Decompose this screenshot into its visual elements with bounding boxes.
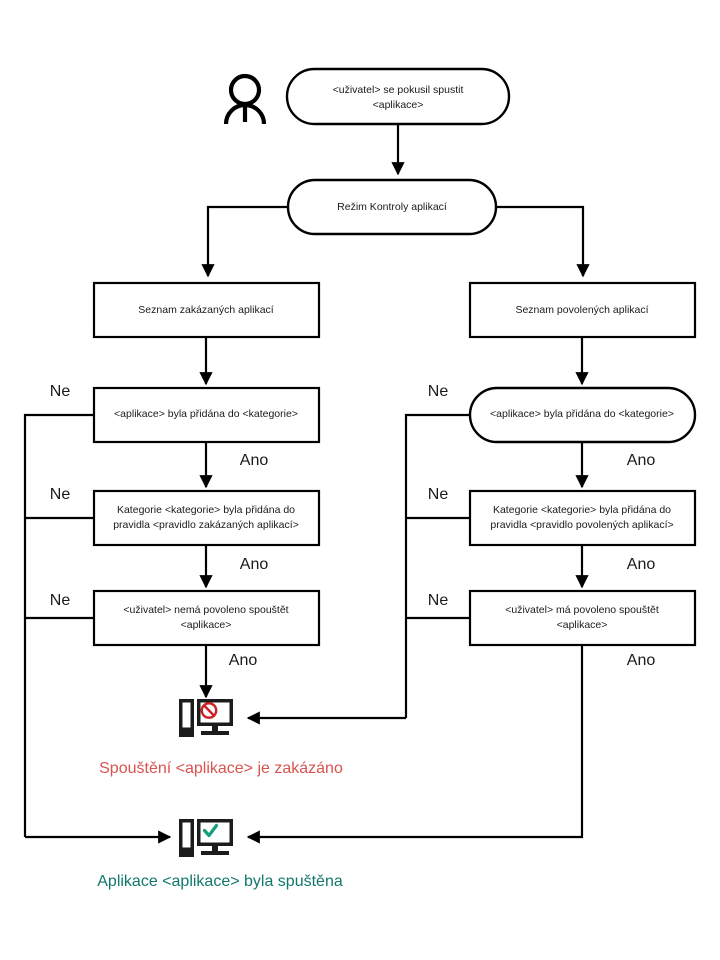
edge-label-right-q2-yes: Ano (627, 556, 656, 573)
edge-label-left-q3-no: Ne (50, 592, 71, 609)
node-start-line2: <aplikace> (373, 99, 424, 111)
node-right-q3-line1: <uživatel> má povoleno spouštět (505, 604, 659, 616)
node-right-q3-line2: <aplikace> (557, 619, 608, 631)
edge-mode-to-allowlist (496, 205, 590, 278)
node-allowlist: Seznam povolených aplikací (468, 281, 697, 339)
edge-label-right-q3-no: Ne (428, 592, 449, 609)
node-denylist-label: Seznam zakázaných aplikací (138, 304, 273, 316)
node-left-q2-line2: pravidla <pravidlo zakázaných aplikací> (113, 519, 299, 531)
user-person-icon (223, 73, 267, 125)
node-allowlist-label: Seznam povolených aplikací (515, 304, 648, 316)
edge-right-q1-no (404, 413, 470, 718)
outcome-allowed-label: Aplikace <aplikace> byla spuštěna (97, 873, 343, 890)
node-left-q2-line1: Kategorie <kategorie> byla přidána do (117, 504, 295, 516)
edge-label-left-q1-no: Ne (50, 383, 71, 400)
node-left-q1-label: <aplikace> byla přidána do <kategorie> (114, 408, 298, 420)
node-right-q2-line1: Kategorie <kategorie> byla přidána do (493, 504, 671, 516)
edge-left-q1-no (23, 413, 94, 837)
edge-label-right-q3-yes: Ano (627, 652, 656, 669)
computer-blocked-icon (179, 699, 233, 737)
node-left-q3-line1: <uživatel> nemá povoleno spouštět (123, 604, 288, 616)
edge-label-left-q3-yes: Ano (229, 652, 258, 669)
edge-right-q3-yes-to-allowed (246, 645, 584, 844)
node-right-q3: <uživatel> má povoleno spouštět <aplikac… (468, 589, 697, 647)
edge-label-right-q1-yes: Ano (627, 452, 656, 469)
node-start-line1: <uživatel> se pokusil spustit (333, 84, 464, 96)
node-left-q3: <uživatel> nemá povoleno spouštět <aplik… (92, 589, 321, 647)
outcome-blocked-label: Spouštění <aplikace> je zakázáno (99, 760, 343, 777)
node-mode: Režim Kontroly aplikací (286, 178, 498, 236)
node-denylist: Seznam zakázaných aplikací (92, 281, 321, 339)
node-left-q2: Kategorie <kategorie> byla přidána do pr… (92, 489, 321, 547)
edge-label-left-q2-yes: Ano (240, 556, 269, 573)
node-left-q3-line2: <aplikace> (181, 619, 232, 631)
node-right-q1: <aplikace> byla přidána do <kategorie> (468, 386, 697, 444)
node-right-q2-line2: pravidla <pravidlo povolených aplikací> (490, 519, 673, 531)
node-right-q1-label: <aplikace> byla přidána do <kategorie> (490, 408, 674, 420)
node-start: <uživatel> se pokusil spustit <aplikace> (285, 67, 511, 126)
edge-label-left-q1-yes: Ano (240, 452, 269, 469)
node-right-q2: Kategorie <kategorie> byla přidána do pr… (468, 489, 697, 547)
edge-label-right-q1-no: Ne (428, 383, 449, 400)
node-left-q1: <aplikace> byla přidána do <kategorie> (92, 386, 321, 444)
edge-mode-to-denylist (201, 205, 288, 278)
node-mode-label: Režim Kontroly aplikací (337, 201, 447, 213)
edge-label-left-q2-no: Ne (50, 486, 71, 503)
computer-allowed-icon (179, 819, 233, 857)
edge-label-right-q2-no: Ne (428, 486, 449, 503)
